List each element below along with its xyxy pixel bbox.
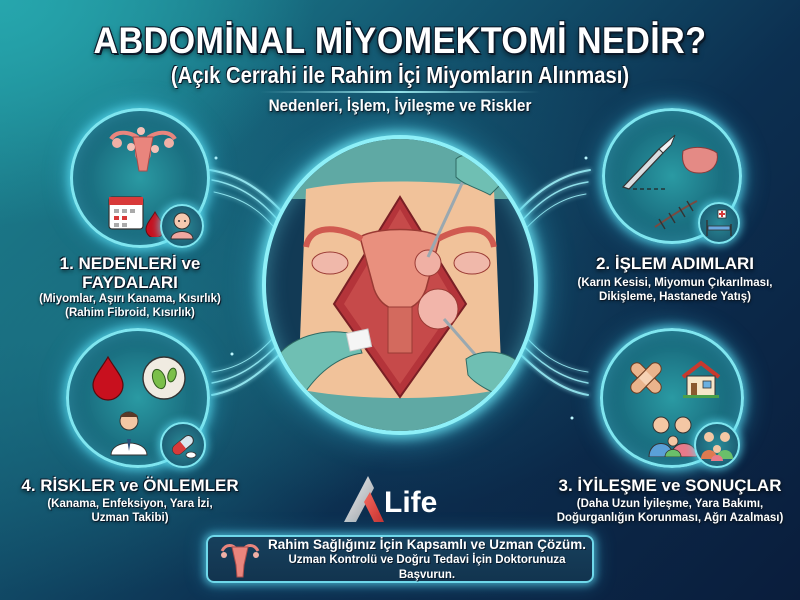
header-divider bbox=[260, 91, 540, 93]
section-4-title: 4. RİSKLER ve ÖNLEMLER bbox=[21, 476, 239, 495]
family-small-icon bbox=[701, 432, 733, 461]
section-2-title: 2. İŞLEM ADIMLARI bbox=[595, 254, 755, 273]
section-1-description: (Miyomlar, Aşırı Kanama, Kısırlık) (Rahi… bbox=[39, 293, 221, 319]
surgery-illustration bbox=[262, 135, 538, 435]
section-4-circle bbox=[66, 328, 210, 468]
section-1-badge bbox=[160, 204, 204, 248]
section-3-circle bbox=[600, 328, 744, 468]
family-icon bbox=[648, 416, 698, 457]
section-3-title: 3. İYİLEŞME ve SONUÇLAR bbox=[558, 476, 782, 495]
page-title: ABDOMİNAL MİYOMEKTOMİ NEDİR? bbox=[93, 20, 707, 61]
uterus-icon bbox=[220, 544, 260, 578]
stitches-icon bbox=[654, 200, 698, 230]
page-subtitle: (Açık Cerrahi ile Rahim İçi Miyomların A… bbox=[170, 62, 630, 88]
section-3-description: (Daha Uzun İyileşme, Yara Bakımı, Doğurg… bbox=[556, 498, 784, 524]
baby-icon bbox=[170, 212, 194, 240]
tissue-icon bbox=[682, 146, 718, 174]
calendar-icon bbox=[108, 196, 144, 230]
surgery-scene-icon bbox=[266, 139, 534, 431]
bandage-icon bbox=[630, 362, 662, 394]
alife-logo: Life bbox=[342, 468, 462, 524]
logo-mark-icon bbox=[344, 476, 384, 522]
footer-banner: Rahim Sağlığınız İçin Kapsamlı ve Uzman … bbox=[206, 535, 594, 583]
blood-drop-icon bbox=[92, 355, 124, 401]
house-icon bbox=[681, 360, 721, 398]
section-4-badge bbox=[160, 422, 206, 468]
hospital-bed-icon bbox=[706, 209, 732, 236]
section-2-badge bbox=[698, 202, 740, 244]
section-2-description: (Karın Kesisi, Miyomun Çıkarılması, Diki… bbox=[577, 277, 773, 303]
bacteria-icon bbox=[142, 356, 186, 400]
section-3-badge bbox=[694, 422, 740, 468]
footer-text: Rahim Sağlığınız İçin Kapsamlı ve Uzman … bbox=[262, 536, 592, 583]
section-4-description: (Kanama, Enfeksiyon, Yara İzi, Uzman Tak… bbox=[47, 498, 213, 524]
logo-text: Life bbox=[384, 486, 438, 519]
scalpel-icon bbox=[621, 134, 676, 190]
uterus-icon bbox=[109, 127, 177, 172]
section-1-title: 1. NEDENLERİ ve FAYDALARI bbox=[59, 254, 201, 292]
page-tagline: Nedenleri, İşlem, İyileşme ve Riskler bbox=[268, 96, 532, 115]
footer-line-1: Rahim Sağlığınız İçin Kapsamlı ve Uzman … bbox=[267, 536, 587, 552]
footer-line-2: Uzman Kontrolü ve Doğru Tedavi İçin Dokt… bbox=[288, 553, 566, 581]
doctor-icon bbox=[110, 411, 148, 456]
pill-icon bbox=[172, 435, 197, 459]
